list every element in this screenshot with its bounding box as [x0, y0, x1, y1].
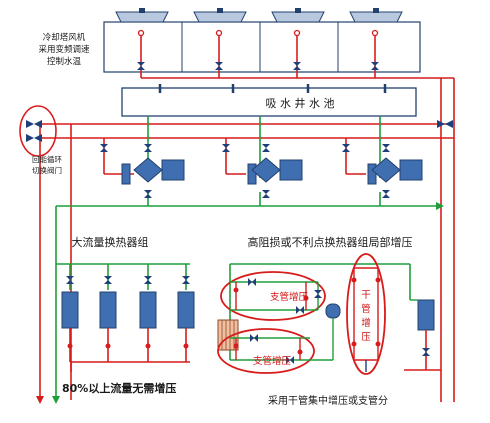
- pump-motor-icon: [279, 159, 303, 181]
- valve-icon: [437, 120, 453, 128]
- cooling-tower-2-fan-icon: [193, 8, 247, 23]
- tower-note-line-3: 控制水温: [47, 56, 82, 67]
- valve-icon: [371, 62, 379, 70]
- suction-basin: [121, 84, 417, 117]
- valve-icon: [137, 62, 145, 70]
- main-boost-char-2: 管: [361, 303, 371, 315]
- group-a-label: 大流量换热器组: [72, 235, 149, 249]
- valve-icon: [422, 348, 430, 356]
- heat-exchanger-a4: [177, 291, 195, 362]
- spray-nozzle-icon: [215, 29, 223, 37]
- valve-icon: [144, 144, 152, 152]
- valve-icon: [382, 144, 390, 152]
- valve-icon: [66, 276, 74, 284]
- spray-nozzle-icon: [137, 29, 145, 37]
- valve-icon: [182, 276, 190, 284]
- valve-icon: [296, 306, 304, 314]
- booster-pump-icon: [325, 303, 341, 319]
- spray-nozzle-icon: [293, 29, 301, 37]
- pump-station-row: [100, 116, 423, 206]
- valve-icon: [293, 62, 301, 70]
- pump-motor-icon: [399, 159, 423, 181]
- valve-icon: [286, 356, 294, 364]
- group-b-label: 高阻损或不利点换热器组局部增压: [248, 235, 413, 249]
- pump-coupling-icon: [121, 163, 131, 185]
- valve-icon: [222, 144, 230, 152]
- valve-icon: [26, 134, 42, 142]
- tower-note-line-2: 采用变频调速: [38, 44, 90, 55]
- valve-icon: [26, 120, 42, 128]
- branch-boost-bottom-label: 支管增压: [253, 355, 292, 367]
- valve-icon: [248, 278, 256, 286]
- plate-heat-exchanger-icon: [217, 319, 239, 351]
- main-boost-char-1: 干: [361, 290, 371, 301]
- bypass-note-line-1: 回能循环: [32, 154, 62, 164]
- valve-icon: [215, 62, 223, 70]
- branch-boost-top: [220, 271, 326, 321]
- group-b: 支管增压 支管增压: [217, 253, 441, 375]
- branch-boost-top-label: 支管增压: [270, 291, 309, 303]
- main-boost-char-4: 压: [361, 332, 371, 343]
- pump-body-icon: [133, 157, 163, 183]
- main-boost-char-3: 增: [361, 317, 371, 329]
- pump-1: [121, 157, 185, 185]
- pump-body-icon: [371, 157, 401, 183]
- main-trunk-boost: [346, 253, 386, 375]
- pump-3: [367, 157, 423, 185]
- cooling-tower-4-fan-icon: [349, 8, 403, 23]
- valve-icon: [144, 190, 152, 198]
- pump-motor-icon: [161, 159, 185, 181]
- heat-exchanger-b-right: [410, 299, 435, 370]
- valve-icon: [382, 190, 390, 198]
- spray-nozzle-icon: [371, 29, 379, 37]
- tower-valves: [137, 62, 379, 70]
- basin-label: 吸 水 井 水 池: [266, 96, 335, 110]
- valve-icon: [342, 144, 350, 152]
- valve-icon: [144, 276, 152, 284]
- tower-note-line-1: 冷却塔风机: [43, 32, 86, 43]
- bottom-right-note: 采用干管集中增压或支管分: [268, 394, 388, 407]
- pump-2: [247, 157, 303, 185]
- main-trunk-boost-label: 干 管 增 压: [361, 290, 371, 343]
- bypass-highlight-circle: [19, 105, 57, 157]
- cooling-tower-frame: [103, 21, 421, 73]
- heat-exchanger-a1: [61, 291, 79, 362]
- bottom-left-note: 80%以上流量无需增压: [62, 381, 176, 395]
- supply-piping: [36, 36, 455, 404]
- branch-boost-bottom-highlight: [217, 328, 315, 374]
- valve-icon: [314, 290, 322, 298]
- heat-exchanger-a3: [139, 291, 157, 362]
- pump-body-icon: [251, 157, 281, 183]
- group-a-exchangers: [61, 276, 195, 372]
- valve-icon: [250, 334, 258, 342]
- cooling-tower-3-fan-icon: [271, 8, 325, 23]
- branch-boost-bottom: [217, 328, 333, 374]
- cooling-tower-1-fan-icon: [115, 8, 169, 23]
- cooling-tower-row: [103, 8, 421, 73]
- valve-icon: [104, 276, 112, 284]
- heat-exchanger-a2: [99, 291, 117, 362]
- bypass-valve-group: [19, 105, 453, 157]
- branch-boost-top-highlight: [220, 271, 326, 321]
- valve-icon: [100, 144, 108, 152]
- valve-icon: [262, 190, 270, 198]
- main-trunk-boost-highlight: [346, 253, 386, 375]
- valve-icon: [262, 144, 270, 152]
- bypass-note-line-2: 切换阀门: [32, 165, 62, 175]
